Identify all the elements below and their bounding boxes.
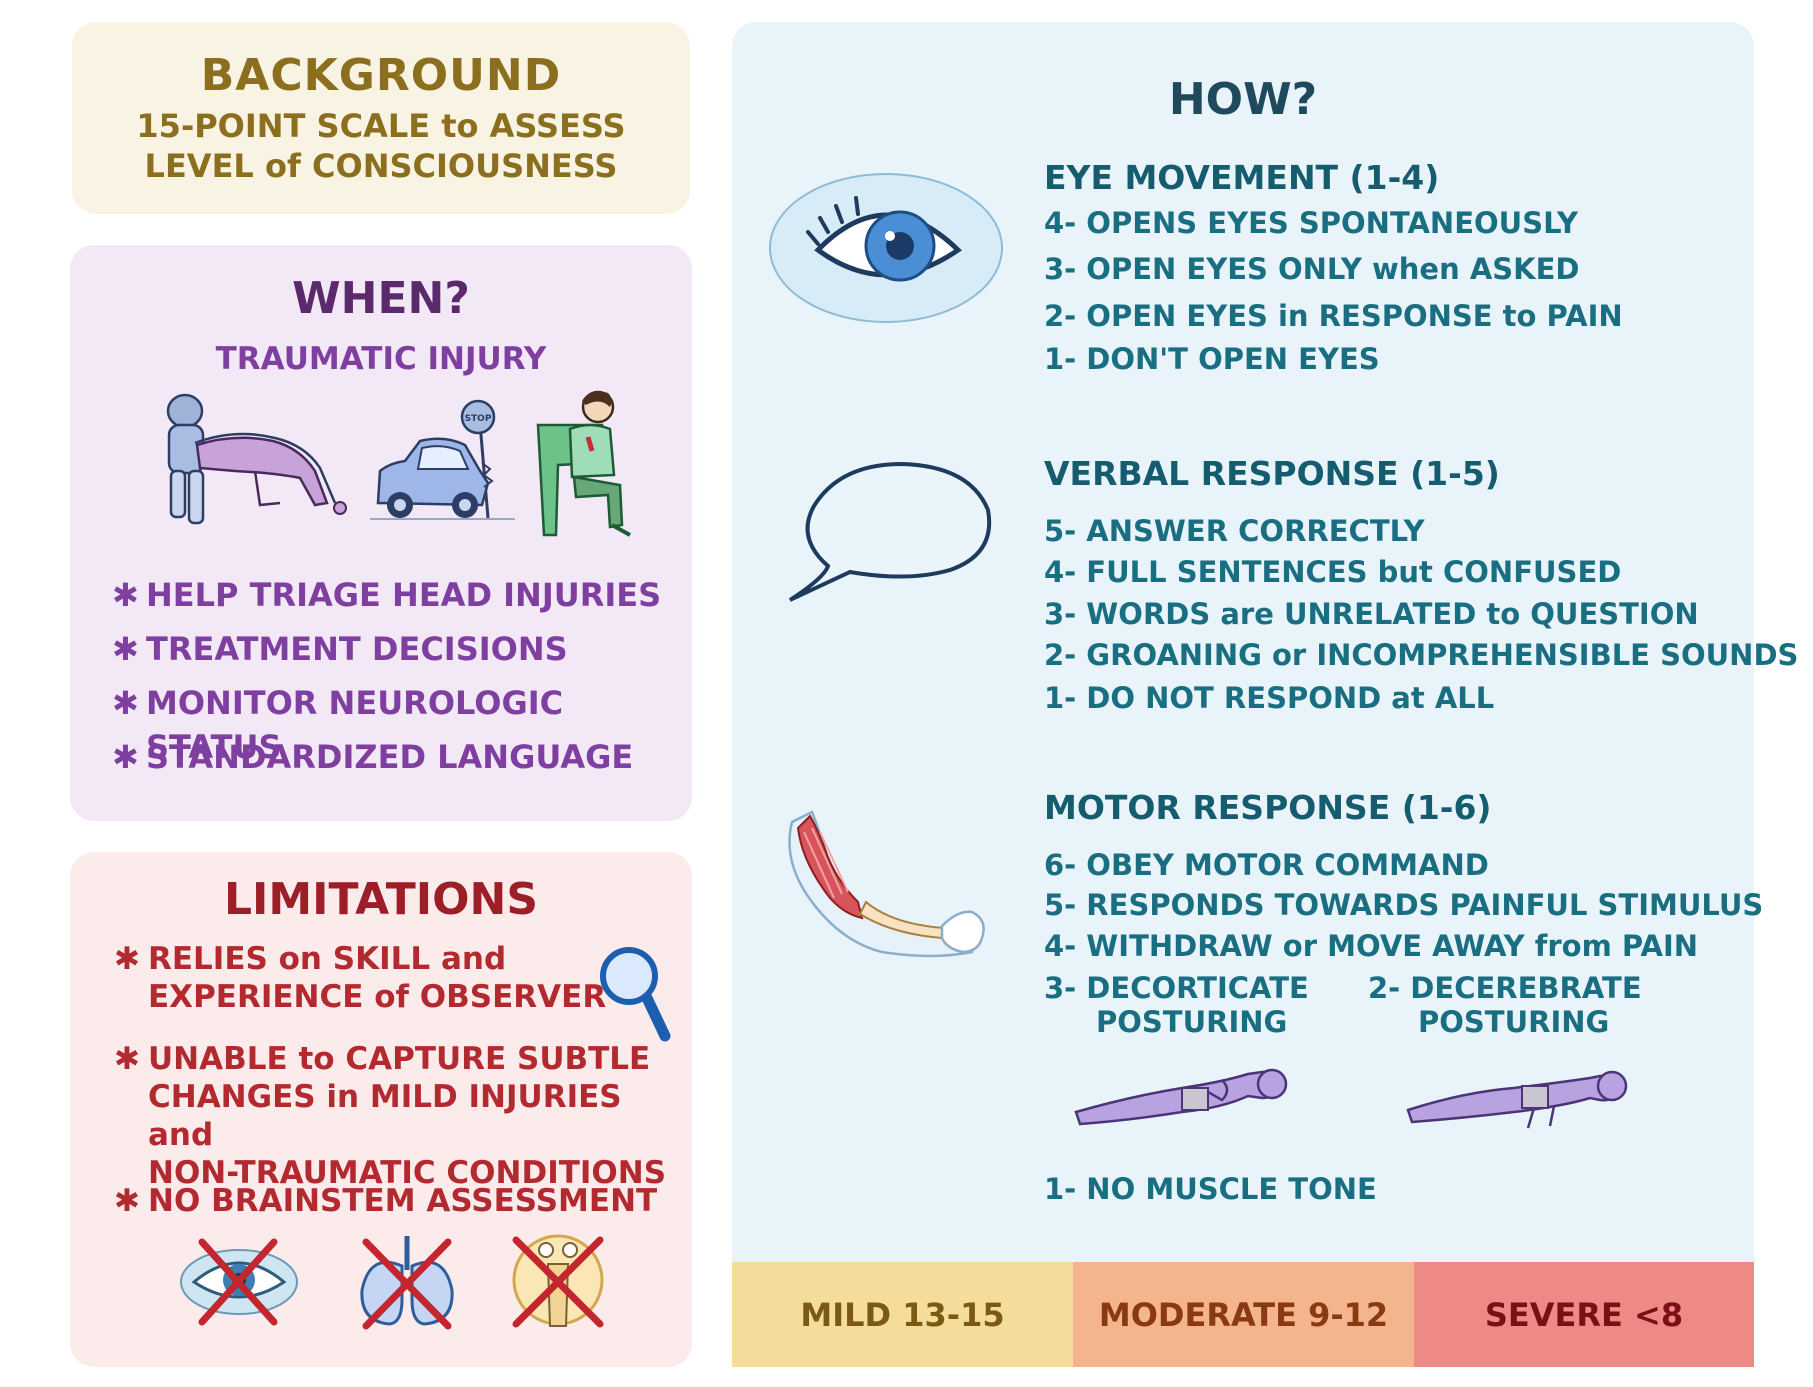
motor-line: 6- OBEY MOTOR COMMAND	[1044, 848, 1489, 882]
severity-severe: SEVERE <8	[1414, 1262, 1754, 1367]
list-item: ✱MONITOR NEUROLOGIC STATUS	[112, 681, 692, 766]
asterisk-icon: ✱	[112, 630, 139, 668]
list-item: ✱HELP TRIAGE HEAD INJURIES	[112, 573, 692, 627]
eye-line: 2- OPEN EYES in RESPONSE to PAIN	[1044, 299, 1623, 333]
football-tackle-illustration	[166, 393, 347, 525]
background-card: BACKGROUND 15-POINT SCALE to ASSESS LEVE…	[72, 22, 690, 214]
when-subtitle: TRAUMATIC INJURY	[215, 341, 547, 377]
crossed-brainstem-icon	[512, 1234, 604, 1328]
how-title: HOW?	[1168, 74, 1318, 125]
background-title: BACKGROUND	[200, 50, 562, 101]
severity-moderate: MODERATE 9-12	[1073, 1262, 1414, 1367]
eye-line: 3- OPEN EYES ONLY when ASKED	[1044, 252, 1580, 286]
motor-line: 4- WITHDRAW or MOVE AWAY from PAIN	[1044, 929, 1699, 963]
when-card: WHEN? TRAUMATIC INJURY STOP ✱HE	[70, 245, 692, 821]
eye-line: 1- DON'T OPEN EYES	[1044, 342, 1380, 376]
verbal-line: 4- FULL SENTENCES but CONFUSED	[1044, 555, 1622, 589]
asterisk-icon: ✱	[114, 1041, 140, 1077]
when-list: ✱HELP TRIAGE HEAD INJURIES ✱TREATMENT DE…	[112, 573, 692, 789]
eye-movement-title: EYE MOVEMENT (1-4)	[1044, 158, 1440, 197]
asterisk-icon: ✱	[112, 576, 139, 614]
eye-line: 4- OPENS EYES SPONTANEOUSLY	[1044, 206, 1579, 240]
list-item: ✱ UNABLE to CAPTURE SUBTLE CHANGES in MI…	[114, 1041, 667, 1191]
verbal-line: 3- WORDS are UNRELATED to QUESTION	[1044, 597, 1699, 631]
decerebrate-posture-illustration	[1406, 1070, 1628, 1129]
asterisk-icon: ✱	[112, 684, 139, 722]
motor-response-title: MOTOR RESPONSE (1-6)	[1044, 788, 1492, 827]
crossed-eye-icon	[180, 1238, 298, 1326]
motor-line: 1- NO MUSCLE TONE	[1044, 1172, 1377, 1206]
when-title: WHEN?	[292, 273, 470, 324]
list-item: ✱STANDARDIZED LANGUAGE	[112, 735, 692, 789]
asterisk-icon: ✱	[114, 1183, 140, 1219]
decerebrate-label-line2: POSTURING	[1418, 1005, 1610, 1039]
magnifier-icon	[600, 947, 671, 1042]
motor-line: 5- RESPONDS TOWARDS PAINFUL STIMULUS	[1044, 888, 1764, 922]
decerebrate-label: 2- DECEREBRATE	[1368, 971, 1642, 1005]
background-subtitle-line1: 15-POINT SCALE to ASSESS	[136, 107, 626, 145]
eye-illustration	[769, 173, 1003, 323]
stop-sign-text: STOP	[465, 414, 492, 424]
background-subtitle-line2: LEVEL of CONSCIOUSNESS	[144, 147, 618, 185]
verbal-line: 1- DO NOT RESPOND at ALL	[1044, 681, 1495, 715]
decorticate-label-line2: POSTURING	[1096, 1005, 1288, 1039]
list-item: ✱ NO BRAINSTEM ASSESSMENT	[114, 1183, 658, 1219]
decorticate-label: 3- DECORTICATE	[1044, 971, 1309, 1005]
crossed-lungs-icon	[360, 1236, 454, 1330]
verbal-line: 5- ANSWER CORRECTLY	[1044, 514, 1425, 548]
list-item: ✱ RELIES on SKILL and EXPERIENCE of OBSE…	[114, 941, 607, 1015]
limitations-title: LIMITATIONS	[223, 874, 539, 925]
verbal-response-title: VERBAL RESPONSE (1-5)	[1044, 454, 1500, 493]
car-crash-illustration: STOP	[370, 399, 515, 520]
list-item: ✱TREATMENT DECISIONS	[112, 627, 692, 681]
verbal-line: 2- GROANING or INCOMPREHENSIBLE SOUNDS	[1044, 638, 1799, 672]
how-card: HOW? EYE MOVEMENT (1-4) 4- OPENS EYES SP…	[732, 22, 1798, 1367]
severity-mild: MILD 13-15	[732, 1262, 1073, 1367]
asterisk-icon: ✱	[114, 941, 140, 977]
speech-bubble-icon	[788, 461, 992, 602]
arm-muscle-illustration	[788, 810, 985, 958]
asterisk-icon: ✱	[112, 738, 139, 776]
background-subtitle: 15-POINT SCALE to ASSESS LEVEL of CONSCI…	[72, 106, 690, 186]
injured-man-illustration	[536, 390, 631, 537]
limitations-card: LIMITATIONS ✱ RELIES on SKILL and EXPERI…	[70, 852, 692, 1367]
decorticate-posture-illustration	[1074, 1068, 1288, 1126]
